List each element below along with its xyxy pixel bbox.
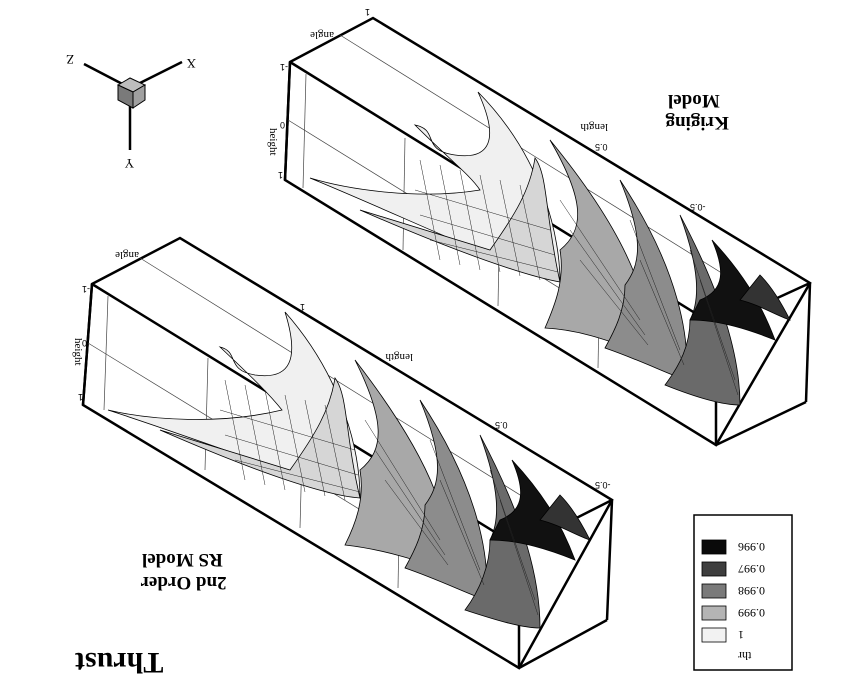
kriging-box-edge <box>715 400 807 447</box>
rs-surfaces <box>107 311 591 629</box>
rs-box-edge <box>518 618 608 670</box>
rs-box-edge <box>81 283 94 406</box>
legend-label: 0.996 <box>738 540 765 554</box>
rs-surface-darkest <box>489 459 576 561</box>
rs-surface-light <box>159 377 361 499</box>
rs-surface-tip <box>539 494 591 541</box>
legend-swatch <box>701 627 727 643</box>
kriging-surface-light <box>359 157 561 283</box>
legend-title: thr <box>738 649 751 663</box>
kriging-tick-h1: 1 <box>278 170 283 180</box>
legend-label: 1 <box>738 628 744 642</box>
kriging-title-line1: Kriging <box>665 112 729 133</box>
legend-label: 0.999 <box>738 606 765 620</box>
legend-label: 0.998 <box>738 584 765 598</box>
rs-tick-h1: 1 <box>78 392 83 402</box>
legend-swatch <box>701 605 727 621</box>
rs-angle-label: angle <box>115 249 139 261</box>
rs-title-line1: 2nd Order <box>140 572 227 593</box>
rs-box-edge <box>605 499 614 621</box>
rs-mesh <box>219 379 539 616</box>
kriging-surface-tip <box>739 274 791 321</box>
kriging-length-label: length <box>580 121 608 133</box>
legend: 1 0.999 0.998 0.997 0.996 thr <box>693 514 793 671</box>
legend-swatch <box>701 539 727 555</box>
rs-height-label: height <box>72 338 84 366</box>
kriging-surface-darkest <box>689 239 776 341</box>
legend-swatch <box>701 561 727 577</box>
legend-label: 0.997 <box>738 562 765 576</box>
kriging-box-edge <box>804 282 812 403</box>
triad-cube-right <box>132 84 146 109</box>
kriging-tick-h0: 0 <box>280 120 285 130</box>
rs-length-label: length <box>385 351 413 363</box>
rs-tick-la: 1 <box>300 302 305 312</box>
kriging-title: Kriging Model <box>665 90 729 133</box>
legend-swatch <box>701 583 727 599</box>
rs-surface-dark <box>404 399 488 601</box>
triad-y-label: Y <box>124 156 134 171</box>
kriging-title-line2: Model <box>668 90 720 111</box>
triad-x-label: X <box>186 56 196 71</box>
rs-title: 2nd Order RS Model <box>140 549 227 593</box>
rs-tick-angle: -1 <box>82 284 90 294</box>
axis-triad <box>83 60 183 150</box>
kriging-tick-la: 1 <box>365 7 370 17</box>
kriging-angle-label: angle <box>310 29 334 41</box>
kriging-tick-angle: -1 <box>280 62 288 72</box>
legend-swatches: 1 0.999 0.998 0.997 0.996 <box>701 539 765 643</box>
kriging-height-label: height <box>267 128 279 156</box>
rs-title-line2: RS Model <box>142 549 223 570</box>
kriging-tick-lc: -0.5 <box>690 202 706 212</box>
kriging-tick-lb: 0.5 <box>595 142 608 152</box>
rs-tick-lb: 0.5 <box>495 420 508 430</box>
kriging-mesh <box>414 159 739 396</box>
triad-z-label: Z <box>66 52 74 67</box>
kriging-box-edge <box>283 61 292 181</box>
rs-tick-h0: 0 <box>82 338 87 348</box>
kriging-surfaces <box>309 91 791 406</box>
rs-tick-lc: -0.5 <box>595 480 611 490</box>
figure-title: Thrust <box>75 646 163 679</box>
rs-axis-labels: angle height length -1 0 1 1 0.5 -0.5 <box>72 249 611 490</box>
kriging-axis-labels: angle height length -1 0 1 1 0.5 -0.5 <box>267 7 706 212</box>
